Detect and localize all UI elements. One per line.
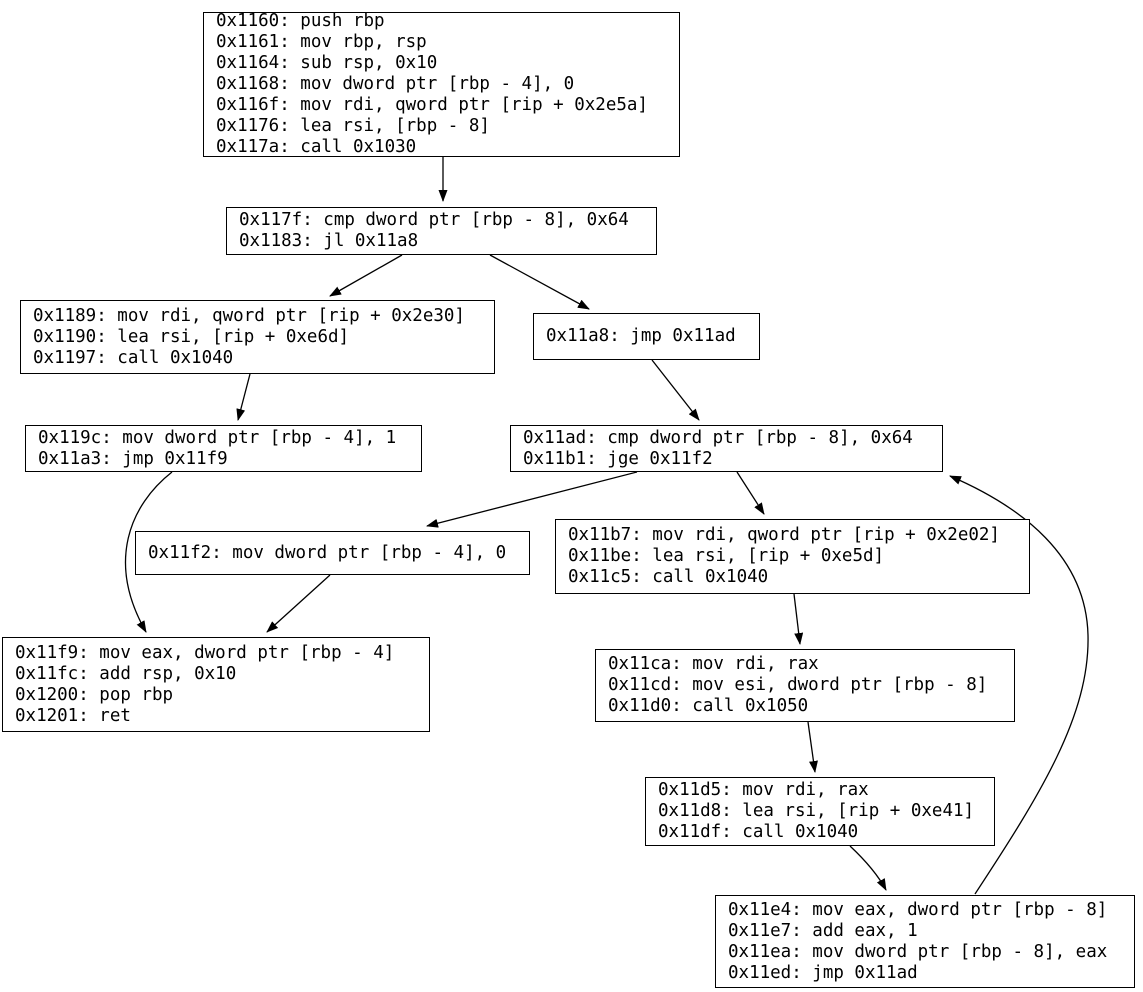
- basic-block-0x11a8: 0x11a8: jmp 0x11ad: [533, 313, 760, 360]
- asm-line: 0x119c: mov dword ptr [rbp - 4], 1: [38, 427, 397, 448]
- asm-line: 0x11fc: add rsp, 0x10: [15, 663, 237, 684]
- asm-line: 0x11cd: mov esi, dword ptr [rbp - 8]: [608, 675, 988, 695]
- asm-line: 0x1176: lea rsi, [rbp - 8]: [216, 116, 490, 136]
- edge-0x117f-to-0x1189: [329, 254, 403, 297]
- asm-line: 0x11d5: mov rdi, rax: [658, 780, 869, 800]
- basic-block-0x11b7: 0x11b7: mov rdi, qword ptr [rip + 0x2e02…: [555, 519, 1030, 594]
- asm-line: 0x11e4: mov eax, dword ptr [rbp - 8]: [728, 899, 1108, 920]
- asm-line: 0x116f: mov rdi, qword ptr [rip + 0x2e5a…: [216, 95, 648, 115]
- basic-block-0x1189: 0x1189: mov rdi, qword ptr [rip + 0x2e30…: [20, 300, 495, 374]
- asm-line: 0x11be: lea rsi, [rip + 0xe5d]: [568, 546, 885, 566]
- edge-0x1189-to-0x119c: [236, 373, 251, 421]
- asm-line: 0x1168: mov dword ptr [rbp - 4], 0: [216, 74, 575, 94]
- edge-0x11f2-to-0x11f9: [266, 574, 331, 633]
- asm-line: 0x11f2: mov dword ptr [rbp - 4], 0: [148, 542, 507, 563]
- edge-0x11e4-to-0x11ad: [949, 475, 1089, 895]
- asm-line: 0x1164: sub rsp, 0x10: [216, 53, 438, 73]
- asm-line: 0x1160: push rbp: [216, 11, 385, 31]
- asm-line: 0x11ea: mov dword ptr [rbp - 8], eax: [728, 941, 1108, 962]
- edge-0x11ca-to-0x11d5: [807, 721, 818, 773]
- edge-0x11b7-to-0x11ca: [793, 593, 804, 645]
- asm-line: 0x11d8: lea rsi, [rip + 0xe41]: [658, 801, 975, 821]
- asm-line: 0x11d0: call 0x1050: [608, 696, 809, 716]
- edge-0x117f-to-0x11a8: [489, 254, 590, 310]
- asm-line: 0x11df: call 0x1040: [658, 822, 859, 842]
- asm-line: 0x1190: lea rsi, [rip + 0xe6d]: [33, 326, 350, 347]
- asm-line: 0x1197: call 0x1040: [33, 347, 234, 368]
- asm-line: 0x1200: pop rbp: [15, 684, 174, 705]
- edge-0x11a8-to-0x11ad: [651, 359, 700, 421]
- edge-0x11ad-to-0x11b7: [736, 471, 765, 515]
- asm-line: 0x1201: ret: [15, 705, 131, 726]
- edges-group: [124, 157, 1089, 895]
- basic-block-0x11e4: 0x11e4: mov eax, dword ptr [rbp - 8]0x11…: [715, 895, 1135, 988]
- edge-0x11ad-to-0x11f2: [426, 471, 638, 528]
- asm-line: 0x11e7: add eax, 1: [728, 920, 918, 941]
- asm-line: 0x11a8: jmp 0x11ad: [546, 326, 736, 346]
- asm-line: 0x11b1: jge 0x11f2: [523, 448, 713, 469]
- asm-line: 0x11f9: mov eax, dword ptr [rbp - 4]: [15, 642, 395, 663]
- asm-line: 0x1189: mov rdi, qword ptr [rip + 0x2e30…: [33, 305, 465, 326]
- asm-line: 0x11ad: cmp dword ptr [rbp - 8], 0x64: [523, 427, 913, 448]
- asm-line: 0x11c5: call 0x1040: [568, 567, 769, 587]
- asm-line: 0x1161: mov rbp, rsp: [216, 32, 427, 52]
- asm-line: 0x11b7: mov rdi, qword ptr [rip + 0x2e02…: [568, 525, 1000, 545]
- edge-0x11d5-to-0x11e4: [849, 845, 887, 891]
- asm-line: 0x11ca: mov rdi, rax: [608, 654, 819, 674]
- asm-line: 0x117a: call 0x1030: [216, 137, 417, 157]
- basic-block-0x11f9: 0x11f9: mov eax, dword ptr [rbp - 4]0x11…: [2, 637, 430, 732]
- basic-block-0x11f2: 0x11f2: mov dword ptr [rbp - 4], 0: [135, 531, 530, 575]
- asm-line: 0x11a3: jmp 0x11f9: [38, 448, 228, 469]
- asm-line: 0x117f: cmp dword ptr [rbp - 8], 0x64: [239, 210, 629, 230]
- edge-0x119c-to-0x11f9: [124, 471, 173, 633]
- asm-line: 0x11ed: jmp 0x11ad: [728, 962, 918, 983]
- asm-line: 0x1183: jl 0x11a8: [239, 231, 419, 251]
